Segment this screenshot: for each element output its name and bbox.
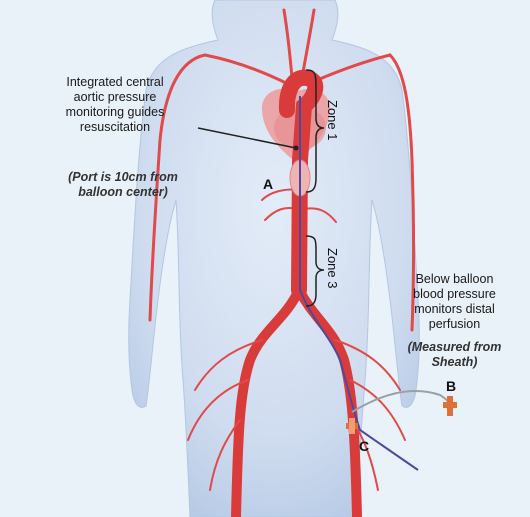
port-line-1: (Port is 10cm from	[48, 170, 198, 185]
marker-c: C	[359, 438, 369, 454]
measured-line-1: (Measured from	[392, 340, 517, 355]
central-line-1: Integrated central	[30, 75, 200, 90]
zone-1-label: Zone 1	[325, 100, 340, 140]
distal-perfusion-label: Below balloon blood pressure monitors di…	[392, 272, 517, 332]
below-line-3: monitors distal	[392, 302, 517, 317]
marker-a: A	[263, 176, 273, 192]
central-line-2: aortic pressure	[30, 90, 200, 105]
below-line-2: blood pressure	[392, 287, 517, 302]
measured-note: (Measured from Sheath)	[392, 340, 517, 370]
central-monitoring-label: Integrated central aortic pressure monit…	[30, 75, 200, 135]
below-line-4: perfusion	[392, 317, 517, 332]
central-line-3: monitoring guides	[30, 105, 200, 120]
port-dot	[294, 146, 299, 151]
port-line-2: balloon center)	[48, 185, 198, 200]
central-line-4: resuscitation	[30, 120, 200, 135]
below-line-1: Below balloon	[392, 272, 517, 287]
port-note: (Port is 10cm from balloon center)	[48, 170, 198, 200]
marker-b: B	[446, 378, 456, 394]
measured-line-2: Sheath)	[392, 355, 517, 370]
zone-3-label: Zone 3	[325, 248, 340, 288]
